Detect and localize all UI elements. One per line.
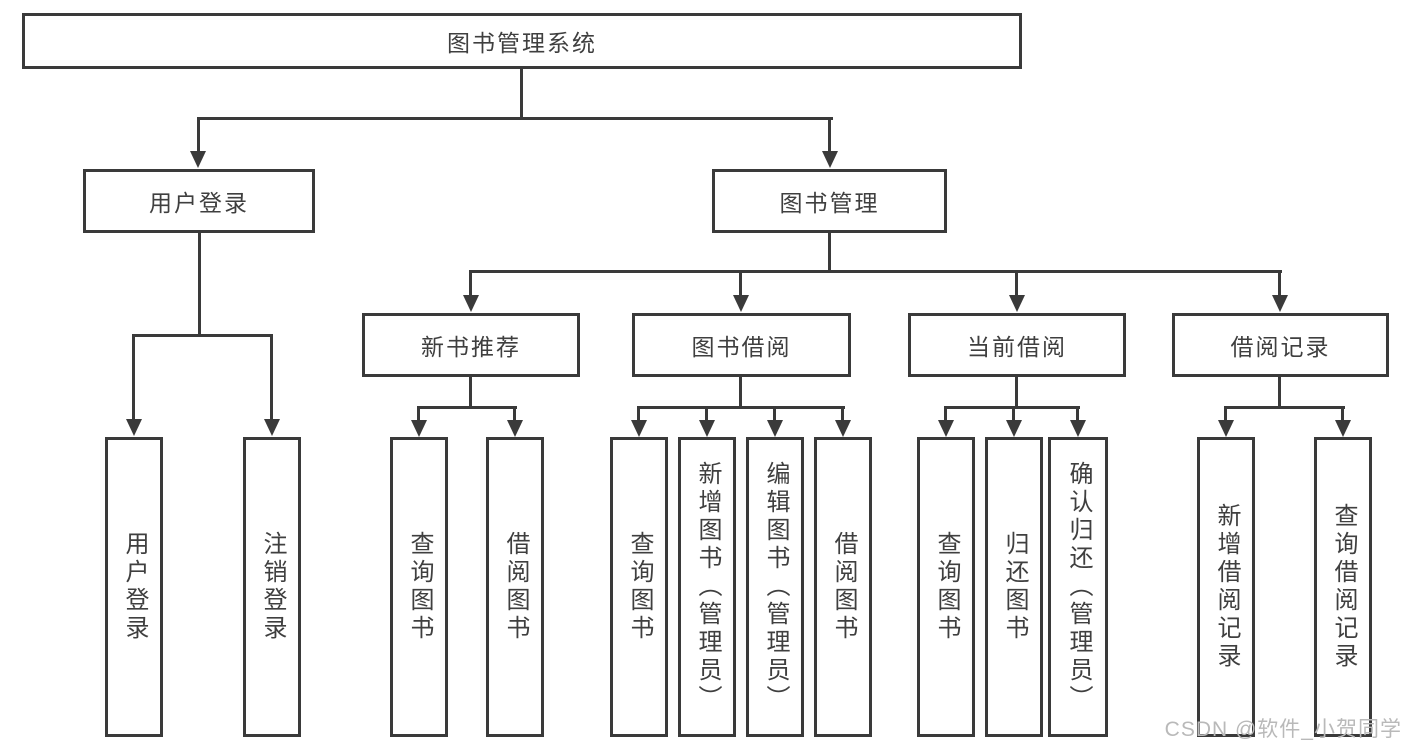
leaf-edit-books-admin: 编辑图书（管理员） xyxy=(746,437,804,737)
arrowhead-down-icon xyxy=(699,420,715,437)
node-label: 查询图书 xyxy=(933,531,960,643)
connector-line xyxy=(1224,406,1345,409)
leaf-user-login: 用户登录 xyxy=(105,437,163,737)
node-label: 用户登录 xyxy=(121,531,148,643)
leaf-add-books-admin: 新增图书（管理员） xyxy=(678,437,736,737)
node-label: 查询借阅记录 xyxy=(1330,503,1357,671)
connector-line xyxy=(1015,273,1018,297)
connector-line xyxy=(739,273,742,297)
node-label: 图书管理 xyxy=(779,190,880,216)
node-label: 用户登录 xyxy=(149,190,249,216)
connector-line xyxy=(705,408,708,422)
node-label: 确认归还（管理员） xyxy=(1065,461,1092,713)
arrowhead-down-icon xyxy=(835,420,851,437)
arrowhead-down-icon xyxy=(938,420,954,437)
connector-line xyxy=(828,120,831,152)
connector-line xyxy=(469,273,472,297)
connector-line xyxy=(944,408,947,422)
arrowhead-down-icon xyxy=(822,151,838,168)
leaf-query-books-2: 查询图书 xyxy=(610,437,668,737)
node-borrow-records: 借阅记录 xyxy=(1172,313,1389,377)
connector-line xyxy=(1076,408,1079,422)
node-current-borrowing: 当前借阅 xyxy=(908,313,1126,377)
arrowhead-down-icon xyxy=(264,419,280,436)
connector-line xyxy=(1278,273,1281,297)
leaf-logout: 注销登录 xyxy=(243,437,301,737)
arrowhead-down-icon xyxy=(1272,295,1288,312)
connector-line xyxy=(828,233,831,271)
connector-line xyxy=(197,117,833,120)
arrowhead-down-icon xyxy=(126,419,142,436)
node-label: 新书推荐 xyxy=(421,334,521,360)
node-label: 借阅图书 xyxy=(830,531,857,643)
leaf-return-books: 归还图书 xyxy=(985,437,1043,737)
connector-line xyxy=(513,408,516,422)
connector-line xyxy=(944,406,1080,409)
arrowhead-down-icon xyxy=(1218,420,1234,437)
leaf-borrow-books-1: 借阅图书 xyxy=(486,437,544,737)
connector-line xyxy=(637,408,640,422)
leaf-add-borrow-record: 新增借阅记录 xyxy=(1197,437,1255,737)
arrowhead-down-icon xyxy=(631,420,647,437)
node-label: 新增借阅记录 xyxy=(1213,503,1240,671)
node-label: 图书管理系统 xyxy=(447,30,597,56)
connector-line xyxy=(469,377,472,408)
arrowhead-down-icon xyxy=(1009,295,1025,312)
connector-line xyxy=(773,408,776,422)
node-book-management: 图书管理 xyxy=(712,169,947,233)
connector-line xyxy=(1012,408,1015,422)
node-label: 查询图书 xyxy=(626,531,653,643)
connector-line xyxy=(417,408,420,422)
node-label: 当前借阅 xyxy=(967,334,1067,360)
connector-line xyxy=(198,233,201,335)
connector-line xyxy=(1278,377,1281,408)
connector-line xyxy=(1341,408,1344,422)
arrowhead-down-icon xyxy=(463,295,479,312)
connector-line xyxy=(841,408,844,422)
node-label: 归还图书 xyxy=(1001,531,1028,643)
leaf-query-borrow-record: 查询借阅记录 xyxy=(1314,437,1372,737)
arrowhead-down-icon xyxy=(411,420,427,437)
leaf-confirm-return-admin: 确认归还（管理员） xyxy=(1048,437,1108,737)
watermark: CSDN @软件_小贺同学 xyxy=(1164,718,1402,741)
leaf-query-books-1: 查询图书 xyxy=(390,437,448,737)
node-label: 编辑图书（管理员） xyxy=(762,461,789,713)
node-label: 新增图书（管理员） xyxy=(694,461,721,713)
arrowhead-down-icon xyxy=(190,151,206,168)
node-new-book-recommend: 新书推荐 xyxy=(362,313,580,377)
arrowhead-down-icon xyxy=(1006,420,1022,437)
connector-line xyxy=(637,406,845,409)
connector-line xyxy=(520,69,523,118)
connector-line xyxy=(197,120,200,152)
leaf-borrow-books-2: 借阅图书 xyxy=(814,437,872,737)
arrowhead-down-icon xyxy=(733,295,749,312)
node-label: 借阅记录 xyxy=(1230,334,1331,360)
connector-line xyxy=(469,270,1282,273)
node-label: 借阅图书 xyxy=(502,531,529,643)
connector-line xyxy=(739,377,742,408)
node-label: 注销登录 xyxy=(259,531,286,643)
connector-line xyxy=(1015,377,1018,408)
arrowhead-down-icon xyxy=(767,420,783,437)
connector-line xyxy=(132,334,273,337)
connector-line xyxy=(417,406,517,409)
arrowhead-down-icon xyxy=(507,420,523,437)
arrowhead-down-icon xyxy=(1070,420,1086,437)
connector-line xyxy=(270,337,273,420)
node-label: 图书借阅 xyxy=(691,334,792,360)
node-system-root: 图书管理系统 xyxy=(22,13,1022,69)
leaf-query-books-3: 查询图书 xyxy=(917,437,975,737)
arrowhead-down-icon xyxy=(1335,420,1351,437)
connector-line xyxy=(132,337,135,420)
connector-line xyxy=(1224,408,1227,422)
node-label: 查询图书 xyxy=(406,531,433,643)
node-book-borrowing: 图书借阅 xyxy=(632,313,851,377)
node-user-login: 用户登录 xyxy=(83,169,315,233)
